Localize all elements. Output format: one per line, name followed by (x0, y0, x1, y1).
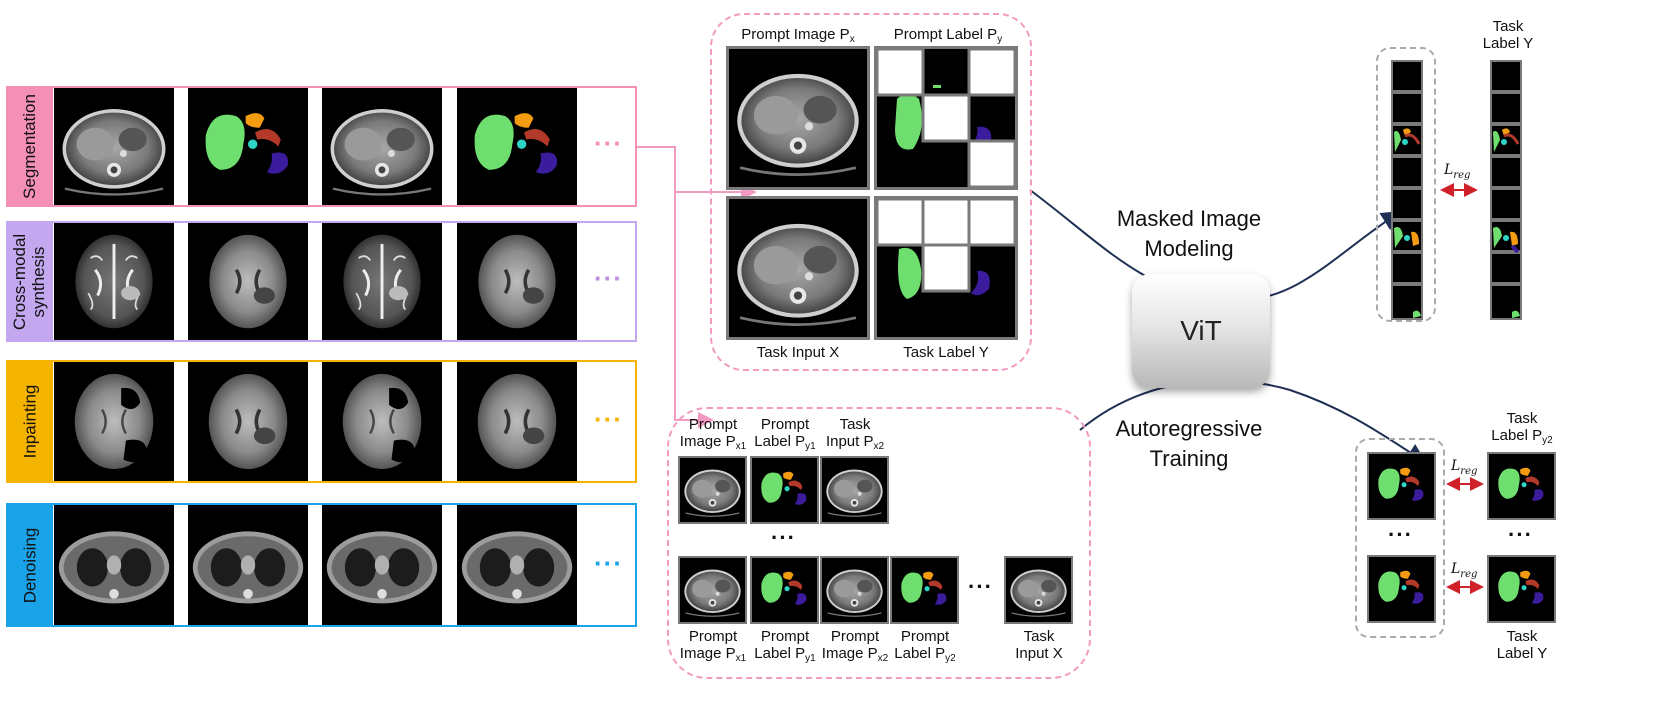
mim-prompt-label (874, 46, 1018, 190)
row-denoising-ellipsis: ··· (594, 548, 623, 578)
vit-block: ViT (1132, 274, 1270, 388)
ar-middle-dots: ··· (771, 525, 796, 550)
ar-target-dots: ··· (1508, 522, 1533, 547)
inp-tile-1 (54, 362, 174, 481)
ar-top-img-2 (750, 456, 819, 524)
seg-tile-mask-1 (188, 88, 308, 205)
ar-loss-label-1: Lreg (1451, 458, 1478, 477)
den-tile-3 (322, 505, 442, 625)
inp-tile-4 (457, 362, 577, 481)
den-tile-1 (54, 505, 174, 625)
mim-output-strip (1391, 60, 1423, 320)
ar-bottom-img-3 (820, 556, 889, 624)
ar-output-img-2 (1367, 555, 1436, 623)
row-crossmodal-ellipsis: ··· (594, 263, 623, 293)
seg-tile-ct-1 (54, 88, 174, 205)
mim-prompt-image-caption: Prompt Image Px (741, 26, 855, 45)
den-tile-4 (457, 505, 577, 625)
ar-bottom-dots: ··· (968, 574, 993, 599)
ar-target-img-1 (1487, 452, 1556, 520)
cm-tile-2 (188, 223, 308, 340)
ar-output-img-1 (1367, 452, 1436, 520)
den-tile-2 (188, 505, 308, 625)
cm-tile-4 (457, 223, 577, 340)
mim-group (710, 13, 1032, 371)
ar-bottom-task-input (1004, 556, 1073, 624)
seg-tile-mask-2 (457, 88, 577, 205)
ar-arrow (1079, 379, 1427, 464)
row-segmentation-ellipsis: ··· (594, 128, 623, 158)
ar-loss-label-2: Lreg (1451, 561, 1478, 580)
ar-top-img-3 (820, 456, 889, 524)
seg-tile-ct-2 (322, 88, 442, 205)
mim-task-label-caption: Task Label Y (903, 344, 989, 361)
mim-prompt-image (726, 46, 870, 190)
ar-bottom-img-2 (750, 556, 819, 624)
ar-group (667, 407, 1091, 679)
row-segmentation-label-box: Segmentation (6, 86, 53, 207)
mim-task-label (874, 196, 1018, 340)
mim-output-group (1376, 47, 1436, 322)
mim-prompt-label-caption: Prompt Label Py (893, 26, 1003, 45)
pink-connector-main (637, 146, 714, 428)
row-inpainting-ellipsis: ··· (594, 404, 623, 434)
ar-bottom-img-1 (678, 556, 747, 624)
row-denoising-label-box: Denoising (6, 503, 53, 627)
ar-top-img-1 (678, 456, 747, 524)
ar-bottom-img-4 (890, 556, 959, 624)
cm-tile-3 (322, 223, 442, 340)
ar-output-group (1355, 438, 1445, 638)
row-inpainting-label-box: Inpainting (6, 360, 53, 483)
mim-task-input-caption: Task Input X (756, 344, 840, 361)
inp-tile-2 (188, 362, 308, 481)
ar-output-dots: ··· (1388, 522, 1413, 547)
inp-tile-3 (322, 362, 442, 481)
mim-target-strip (1490, 60, 1522, 320)
cm-tile-1 (54, 223, 174, 340)
mim-loss-label: Lreg (1444, 162, 1471, 181)
mim-task-input (726, 196, 870, 340)
ar-target-img-2 (1487, 555, 1556, 623)
